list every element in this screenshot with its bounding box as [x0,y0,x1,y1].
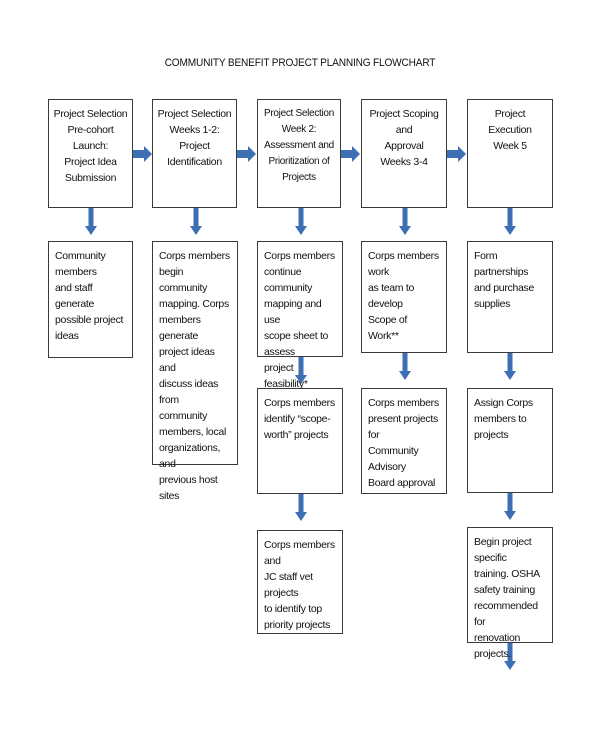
phase-box-2: Project Selection Weeks 1-2: Project Ide… [152,99,237,208]
down-arrow-c5 [504,208,516,235]
step-text: Corps members begin community mapping. C… [159,250,230,502]
step-box-c1-1: Community members and staff generate pos… [48,241,133,358]
down-arrow-c2 [190,208,202,235]
step-box-c4-1: Corps members work as team to develop Sc… [361,241,447,353]
down-arrow-c4 [399,208,411,235]
phase-label-1: Project Selection Pre-cohort Launch: Pro… [53,108,128,184]
step-text: Form partnerships and purchase supplies [474,250,535,310]
down-arrow-c5-3 [504,493,516,520]
step-box-c2-1: Corps members begin community mapping. C… [152,241,238,502]
step-box-c3-2: Corps members identify “scope- worth” pr… [257,388,343,494]
down-arrow-c3-3 [295,494,307,521]
right-arrow-1 [133,146,152,162]
right-arrow-2 [237,146,256,162]
step-text: Assign Corps members to projects [474,397,533,441]
step-text: Corps members identify “scope- worth” pr… [264,397,335,441]
phase-box-1: Project Selection Pre-cohort Launch: Pro… [48,99,133,208]
phase-label-2: Project Selection Weeks 1-2: Project Ide… [157,108,232,168]
step-text: Begin project specific training. OSHA sa… [474,536,540,660]
step-text: Community members and staff generate pos… [55,250,124,342]
step-box-c4-2: Corps members present projects for Commu… [361,388,447,494]
right-arrow-4 [447,146,466,162]
phase-box-3: Project Selection Week 2: Assessment and… [257,99,341,208]
step-text: Corps members and JC staff vet projects … [264,539,335,631]
step-text: Corps members continue community mapping… [264,250,335,390]
phase-box-5: Project Execution Week 5 [467,99,553,208]
flowchart-title: COMMUNITY BENEFIT PROJECT PLANNING FLOWC… [164,57,436,69]
step-text: Corps members present projects for Commu… [368,397,439,489]
step-text: Corps members work as team to develop Sc… [368,250,439,342]
down-arrow-c1 [85,208,97,235]
phase-label-5: Project Execution Week 5 [488,108,532,152]
phase-label-4: Project Scoping and Approval Weeks 3-4 [369,108,439,168]
down-arrow-c5-2 [504,353,516,380]
down-arrow-c4-2 [399,353,411,380]
step-box-c3-1: Corps members continue community mapping… [257,241,343,390]
step-box-c5-2: Assign Corps members to projects [467,388,553,493]
step-box-c5-3: Begin project specific training. OSHA sa… [467,527,553,660]
phase-box-4: Project Scoping and Approval Weeks 3-4 [361,99,447,208]
step-box-c3-3: Corps members and JC staff vet projects … [257,530,343,634]
step-box-c5-1: Form partnerships and purchase supplies [467,241,553,353]
right-arrow-3 [341,146,360,162]
down-arrow-c3 [295,208,307,235]
phase-label-3: Project Selection Week 2: Assessment and… [264,108,334,183]
